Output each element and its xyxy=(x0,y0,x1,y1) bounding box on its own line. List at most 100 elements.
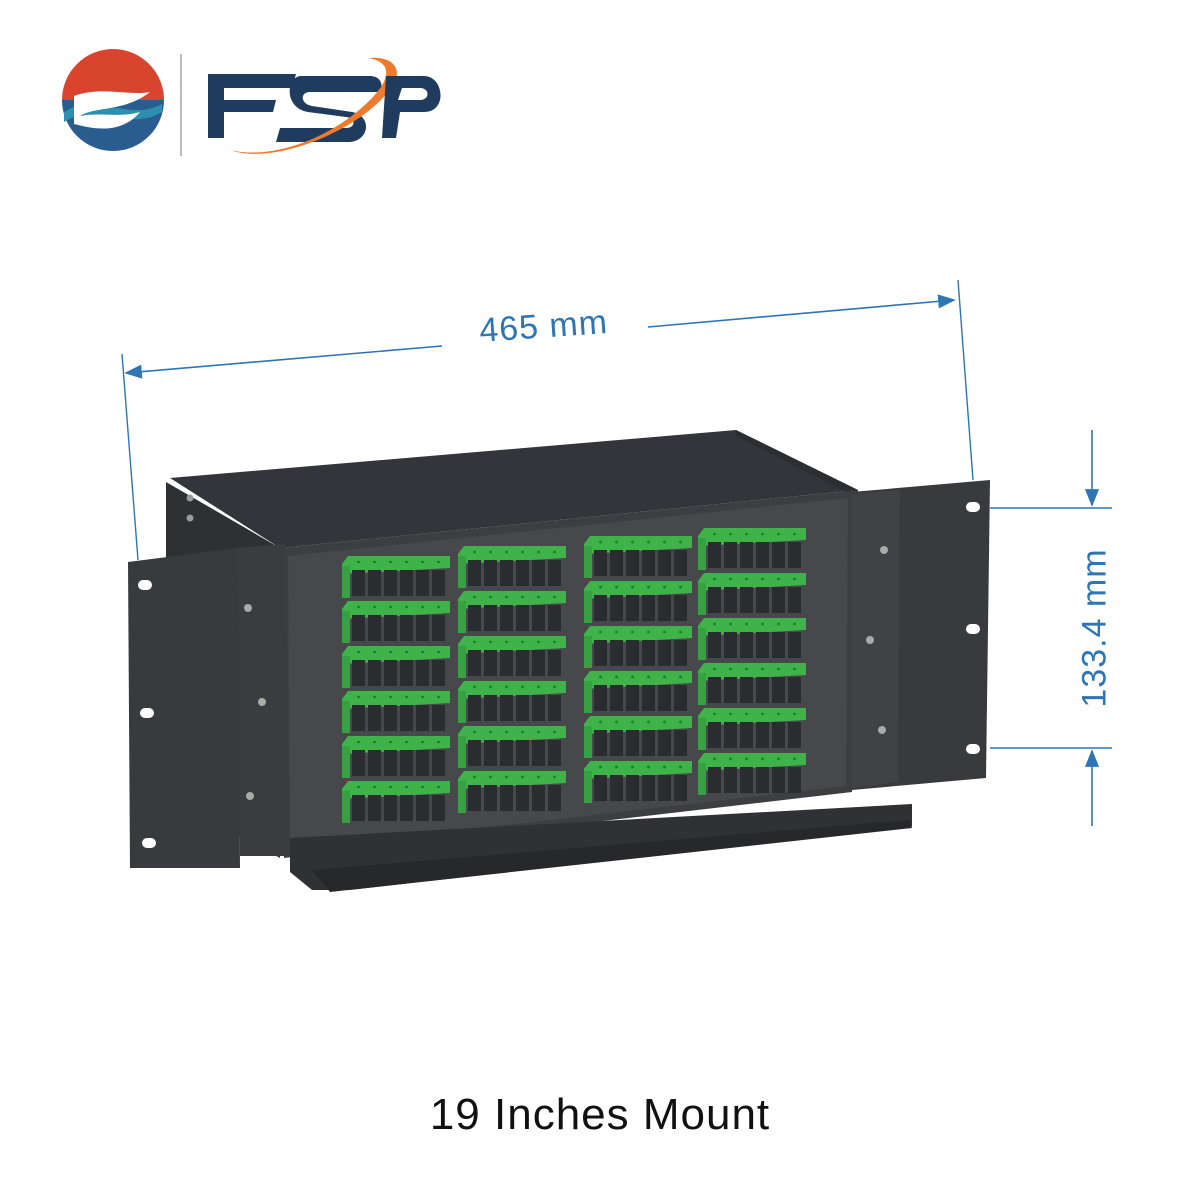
adapter-port xyxy=(516,740,529,766)
adapter-port xyxy=(658,730,671,756)
adapter-port xyxy=(368,615,381,641)
adapter-port xyxy=(432,615,445,641)
adapter-port xyxy=(740,632,753,658)
adapter-port xyxy=(484,560,497,586)
adapter-group xyxy=(698,528,806,570)
adapter-group xyxy=(342,736,450,778)
adapter-port xyxy=(500,785,513,811)
adapter-group xyxy=(342,601,450,643)
adapter-port xyxy=(642,595,655,621)
adapter-port xyxy=(788,767,801,793)
adapter-port xyxy=(416,660,429,686)
adapter-port xyxy=(548,785,561,811)
adapter-port xyxy=(368,660,381,686)
adapter-group xyxy=(584,536,692,578)
adapter-group xyxy=(458,771,566,813)
adapter-port xyxy=(626,685,639,711)
adapter-port xyxy=(642,640,655,666)
adapter-group xyxy=(342,691,450,733)
adapter-port xyxy=(740,587,753,613)
adapter-port xyxy=(772,677,785,703)
adapter-port xyxy=(416,705,429,731)
adapter-port xyxy=(724,677,737,703)
adapter-port xyxy=(658,595,671,621)
adapter-port xyxy=(740,767,753,793)
adapter-port xyxy=(642,685,655,711)
adapter-port xyxy=(400,615,413,641)
adapter-port xyxy=(384,570,397,596)
adapter-port xyxy=(708,542,721,568)
adapter-group xyxy=(584,581,692,623)
adapter-port xyxy=(724,587,737,613)
adapter-port xyxy=(468,560,481,586)
adapter-port xyxy=(384,795,397,821)
adapter-group xyxy=(698,708,806,750)
adapter-port xyxy=(674,775,687,801)
adapter-port xyxy=(500,740,513,766)
adapter-port xyxy=(772,632,785,658)
adapter-group xyxy=(698,753,806,795)
adapter-port xyxy=(368,795,381,821)
adapter-group xyxy=(584,716,692,758)
adapter-port xyxy=(772,767,785,793)
caption: 19 Inches Mount xyxy=(429,1090,771,1139)
adapter-port xyxy=(740,542,753,568)
adapter-port xyxy=(548,740,561,766)
adapter-port xyxy=(400,795,413,821)
adapter-port xyxy=(416,570,429,596)
adapter-group xyxy=(584,626,692,668)
adapter-port xyxy=(368,750,381,776)
adapter-port xyxy=(400,750,413,776)
adapter-port xyxy=(500,560,513,586)
adapter-port xyxy=(548,560,561,586)
height-dimension xyxy=(990,430,1112,826)
adapter-port xyxy=(788,587,801,613)
adapter-port xyxy=(432,570,445,596)
adapter-port xyxy=(788,677,801,703)
adapter-port xyxy=(674,550,687,576)
adapter-group xyxy=(458,636,566,678)
adapter-port xyxy=(548,650,561,676)
adapter-port xyxy=(708,767,721,793)
adapter-port xyxy=(368,570,381,596)
adapter-port xyxy=(658,640,671,666)
adapter-port xyxy=(484,650,497,676)
adapter-port xyxy=(610,685,623,711)
adapter-port xyxy=(432,705,445,731)
adapter-port xyxy=(416,750,429,776)
adapter-port xyxy=(532,650,545,676)
adapter-group xyxy=(342,781,450,823)
adapter-port xyxy=(626,595,639,621)
adapter-port xyxy=(400,570,413,596)
adapter-port xyxy=(384,750,397,776)
adapter-port xyxy=(500,650,513,676)
adapter-port xyxy=(674,685,687,711)
adapter-port xyxy=(674,595,687,621)
adapter-port xyxy=(500,605,513,631)
adapter-port xyxy=(642,730,655,756)
adapter-port xyxy=(384,615,397,641)
adapter-port xyxy=(788,542,801,568)
adapter-group xyxy=(458,681,566,723)
adapter-port xyxy=(468,785,481,811)
adapter-port xyxy=(724,632,737,658)
adapter-port xyxy=(610,640,623,666)
adapter-port xyxy=(724,542,737,568)
adapter-port xyxy=(468,695,481,721)
adapter-port xyxy=(432,660,445,686)
adapter-port xyxy=(708,632,721,658)
adapter-port xyxy=(384,660,397,686)
adapter-port xyxy=(740,677,753,703)
adapter-port xyxy=(724,767,737,793)
adapter-port xyxy=(594,640,607,666)
adapter-group xyxy=(458,591,566,633)
adapter-port xyxy=(756,722,769,748)
adapter-port xyxy=(756,632,769,658)
adapter-port xyxy=(626,550,639,576)
adapter-port xyxy=(500,695,513,721)
adapter-port xyxy=(352,660,365,686)
adapter-port xyxy=(626,730,639,756)
adapter-port xyxy=(642,550,655,576)
adapter-group xyxy=(698,573,806,615)
